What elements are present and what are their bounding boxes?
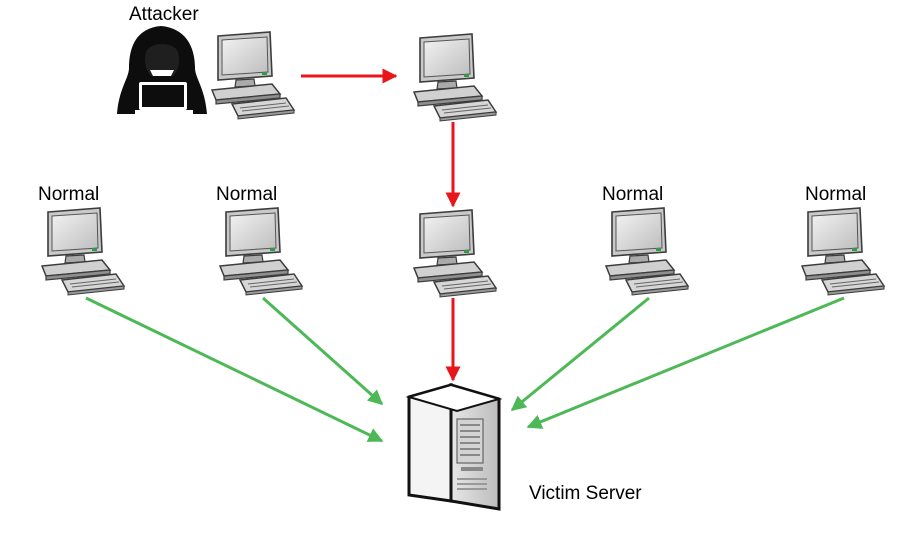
victim-server-label: Victim Server [529, 483, 642, 504]
normal-label-4: Normal [805, 184, 867, 205]
normal-computer-1-icon [41, 207, 125, 296]
normal-label-1: Normal [38, 184, 100, 205]
hooded-hacker-icon [117, 26, 207, 114]
normal-arrow-2 [262, 296, 384, 406]
bot-computer-2-icon [413, 209, 497, 298]
normal-arrow-3 [510, 296, 650, 412]
attacker-computer-icon [211, 31, 295, 120]
normal-arrow-4 [526, 296, 845, 429]
normal-computer-3-icon [605, 207, 689, 296]
normal-arrow-1 [85, 296, 384, 443]
bot-computer-1-icon [413, 33, 497, 122]
normal-computer-2-icon [219, 207, 303, 296]
normal-label-3: Normal [602, 184, 664, 205]
victim-server-icon [407, 383, 501, 511]
attacker-label: Attacker [129, 4, 199, 25]
normal-label-2: Normal [216, 184, 278, 205]
normal-computer-4-icon [801, 207, 885, 296]
